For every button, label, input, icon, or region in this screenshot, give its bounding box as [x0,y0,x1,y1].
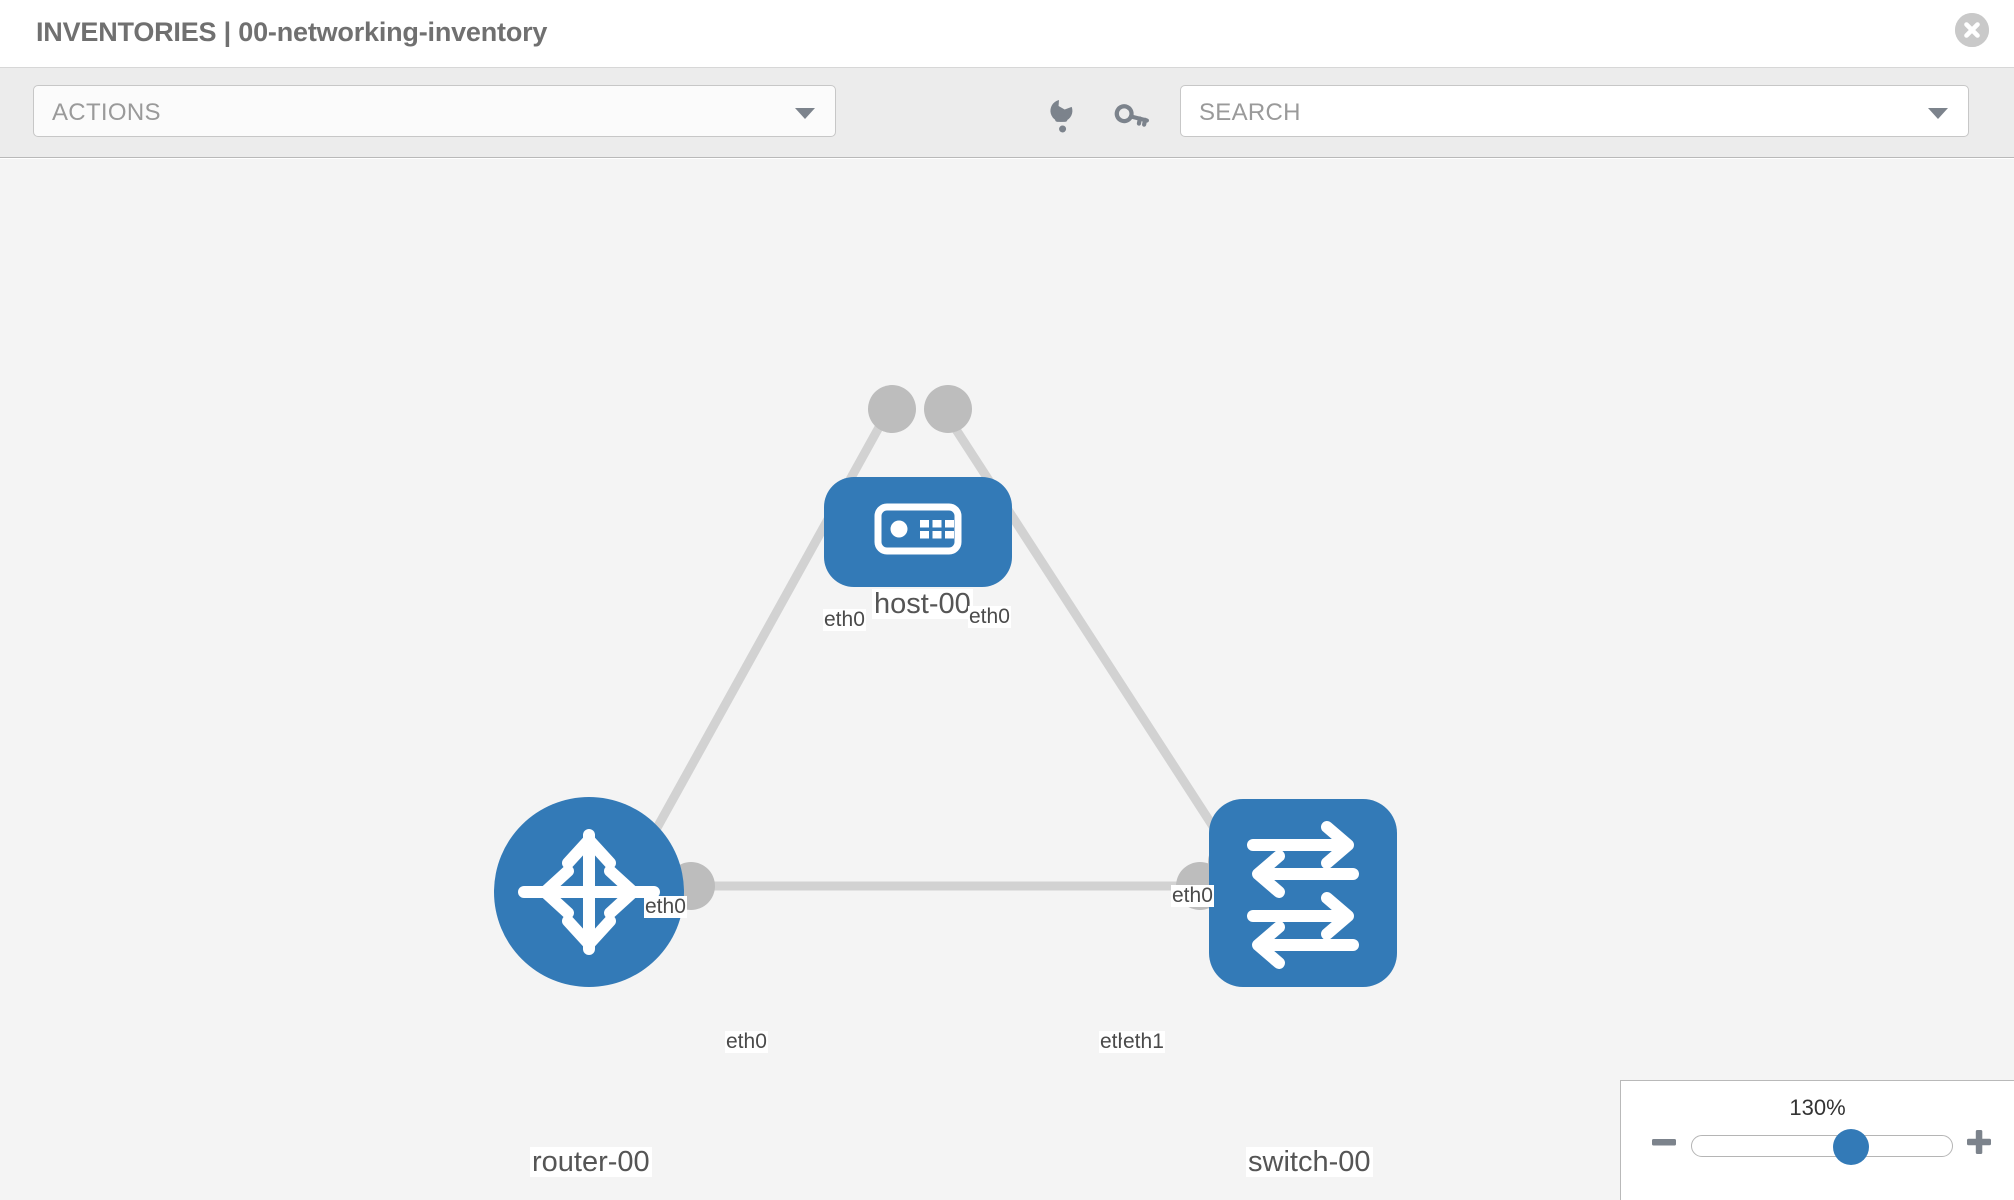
switch-arrows-icon [1247,821,1359,969]
server-appliance-icon [874,503,962,555]
close-icon[interactable] [1955,13,1989,47]
node-label-switch-00: switch-00 [1246,1146,1373,1178]
chevron-down-icon [1928,108,1948,119]
actions-dropdown[interactable]: ACTIONS [33,85,836,137]
topology-graph [494,385,1397,987]
connector-host-right [924,385,972,433]
node-label-host-00: host-00 [872,588,973,620]
zoom-control-panel: 130% [1620,1080,2014,1200]
search-placeholder: SEARCH [1199,99,1301,126]
key-icon[interactable] [1111,95,1155,135]
iface-label-host-right: eth0 [968,605,1011,629]
iface-label-router-right: eth0 [725,1030,768,1054]
plus-icon[interactable] [1962,1125,1996,1159]
node-switch-00 [1209,799,1397,987]
router-arrows-icon [518,829,660,955]
topology-canvas[interactable]: host-00 router-00 switch-00 eth0 eth0 et… [0,159,2014,1200]
zoom-slider-thumb[interactable] [1832,1129,1869,1165]
iface-label-host-left: eth0 [823,608,866,632]
node-router-00 [494,797,684,987]
iface-label-switch-upper: eth0 [1171,884,1214,908]
actions-dropdown-label: ACTIONS [52,99,161,126]
zoom-slider[interactable] [1691,1129,1953,1165]
iface-label-router-upper: eth0 [644,895,687,919]
iface-label-switch-left: eth1 [1122,1030,1165,1054]
node-host-00 [824,477,1012,587]
page-title: INVENTORIES | 00-networking-inventory [36,17,548,47]
chevron-down-icon [795,108,815,119]
node-label-router-00: router-00 [530,1146,652,1178]
search-input[interactable]: SEARCH [1180,85,1969,137]
wrench-icon[interactable] [1043,95,1087,135]
zoom-level-value: 130% [1789,1095,1846,1120]
connector-host-left [868,385,916,433]
page-header: INVENTORIES | 00-networking-inventory [0,0,2014,68]
minus-icon[interactable] [1647,1125,1681,1159]
